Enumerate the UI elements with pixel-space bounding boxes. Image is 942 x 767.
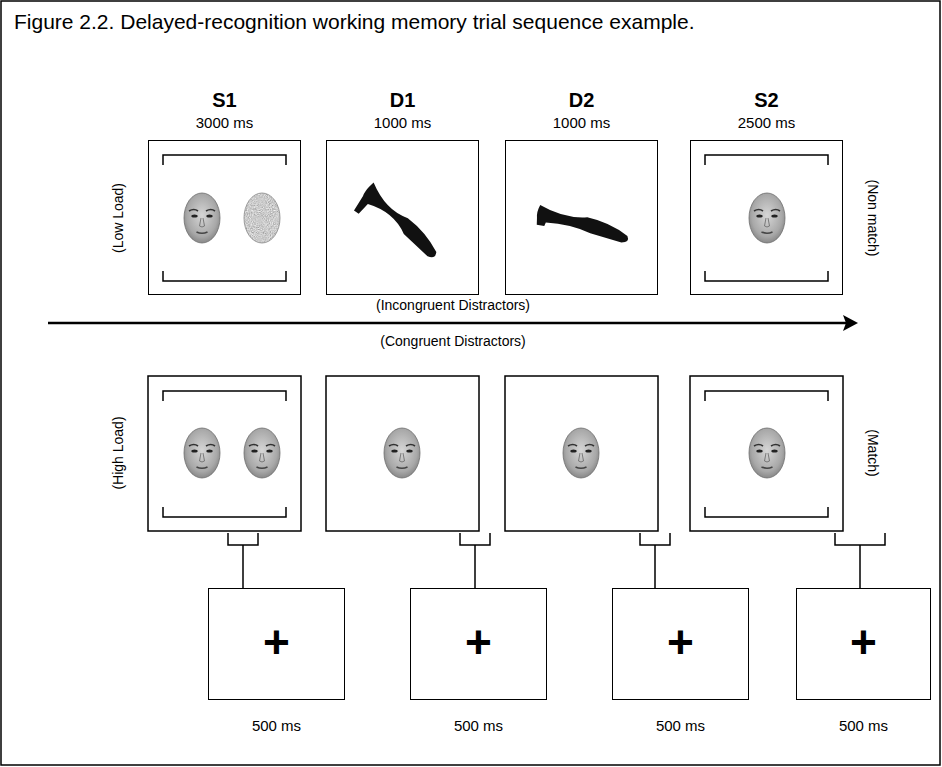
face-distractor: [563, 428, 599, 478]
face-probe: [749, 193, 785, 243]
fixation-screen: +500 ms: [410, 588, 547, 700]
condition-label: (Congruent Distractors): [380, 333, 526, 350]
interval-brace: [228, 533, 885, 588]
face-stimulus: [244, 428, 280, 478]
fixation-cross: +: [850, 619, 877, 665]
shoe-distractor: [353, 182, 450, 264]
duration-label: 2500 ms: [738, 114, 796, 131]
stimulus-screen: S22500 ms: [690, 140, 843, 295]
face-probe: [749, 428, 785, 478]
stimulus-brackets: [163, 155, 828, 517]
face-stimulus: [184, 428, 220, 478]
duration-label: 500 ms: [839, 717, 888, 734]
fixation-cross: +: [667, 619, 694, 665]
side-label: (High Load): [110, 416, 127, 489]
fixation-screen: +500 ms: [796, 588, 931, 700]
condition-label: (Incongruent Distractors): [376, 297, 530, 314]
noise-oval: [240, 190, 284, 246]
stimulus-screen: S13000 ms: [148, 140, 301, 295]
fixation-cross: +: [263, 619, 290, 665]
figure-title: Figure 2.2. Delayed-recognition working …: [14, 10, 695, 34]
shoe-distractor: [535, 205, 631, 244]
side-label: (Non match): [864, 179, 881, 256]
screen-label: S1: [212, 89, 236, 112]
timeline-arrow: [48, 315, 858, 331]
side-label: (Match): [864, 429, 881, 476]
duration-label: 1000 ms: [553, 114, 611, 131]
duration-label: 3000 ms: [196, 114, 254, 131]
duration-label: 500 ms: [252, 717, 301, 734]
duration-label: 1000 ms: [374, 114, 432, 131]
face-distractor: [384, 428, 420, 478]
face-stimulus: [184, 193, 220, 243]
screen-label: D2: [569, 89, 595, 112]
stimulus-screen: D11000 ms: [326, 140, 479, 295]
fixation-screen: +500 ms: [612, 588, 749, 700]
fixation-screen: +500 ms: [208, 588, 345, 700]
fixation-cross: +: [465, 619, 492, 665]
screen-label: S2: [754, 89, 778, 112]
duration-label: 500 ms: [454, 717, 503, 734]
stimulus-box: [148, 376, 843, 531]
side-label: (Low Load): [110, 183, 127, 253]
duration-label: 500 ms: [656, 717, 705, 734]
screen-label: D1: [390, 89, 416, 112]
stimulus-screen: D21000 ms: [505, 140, 658, 295]
